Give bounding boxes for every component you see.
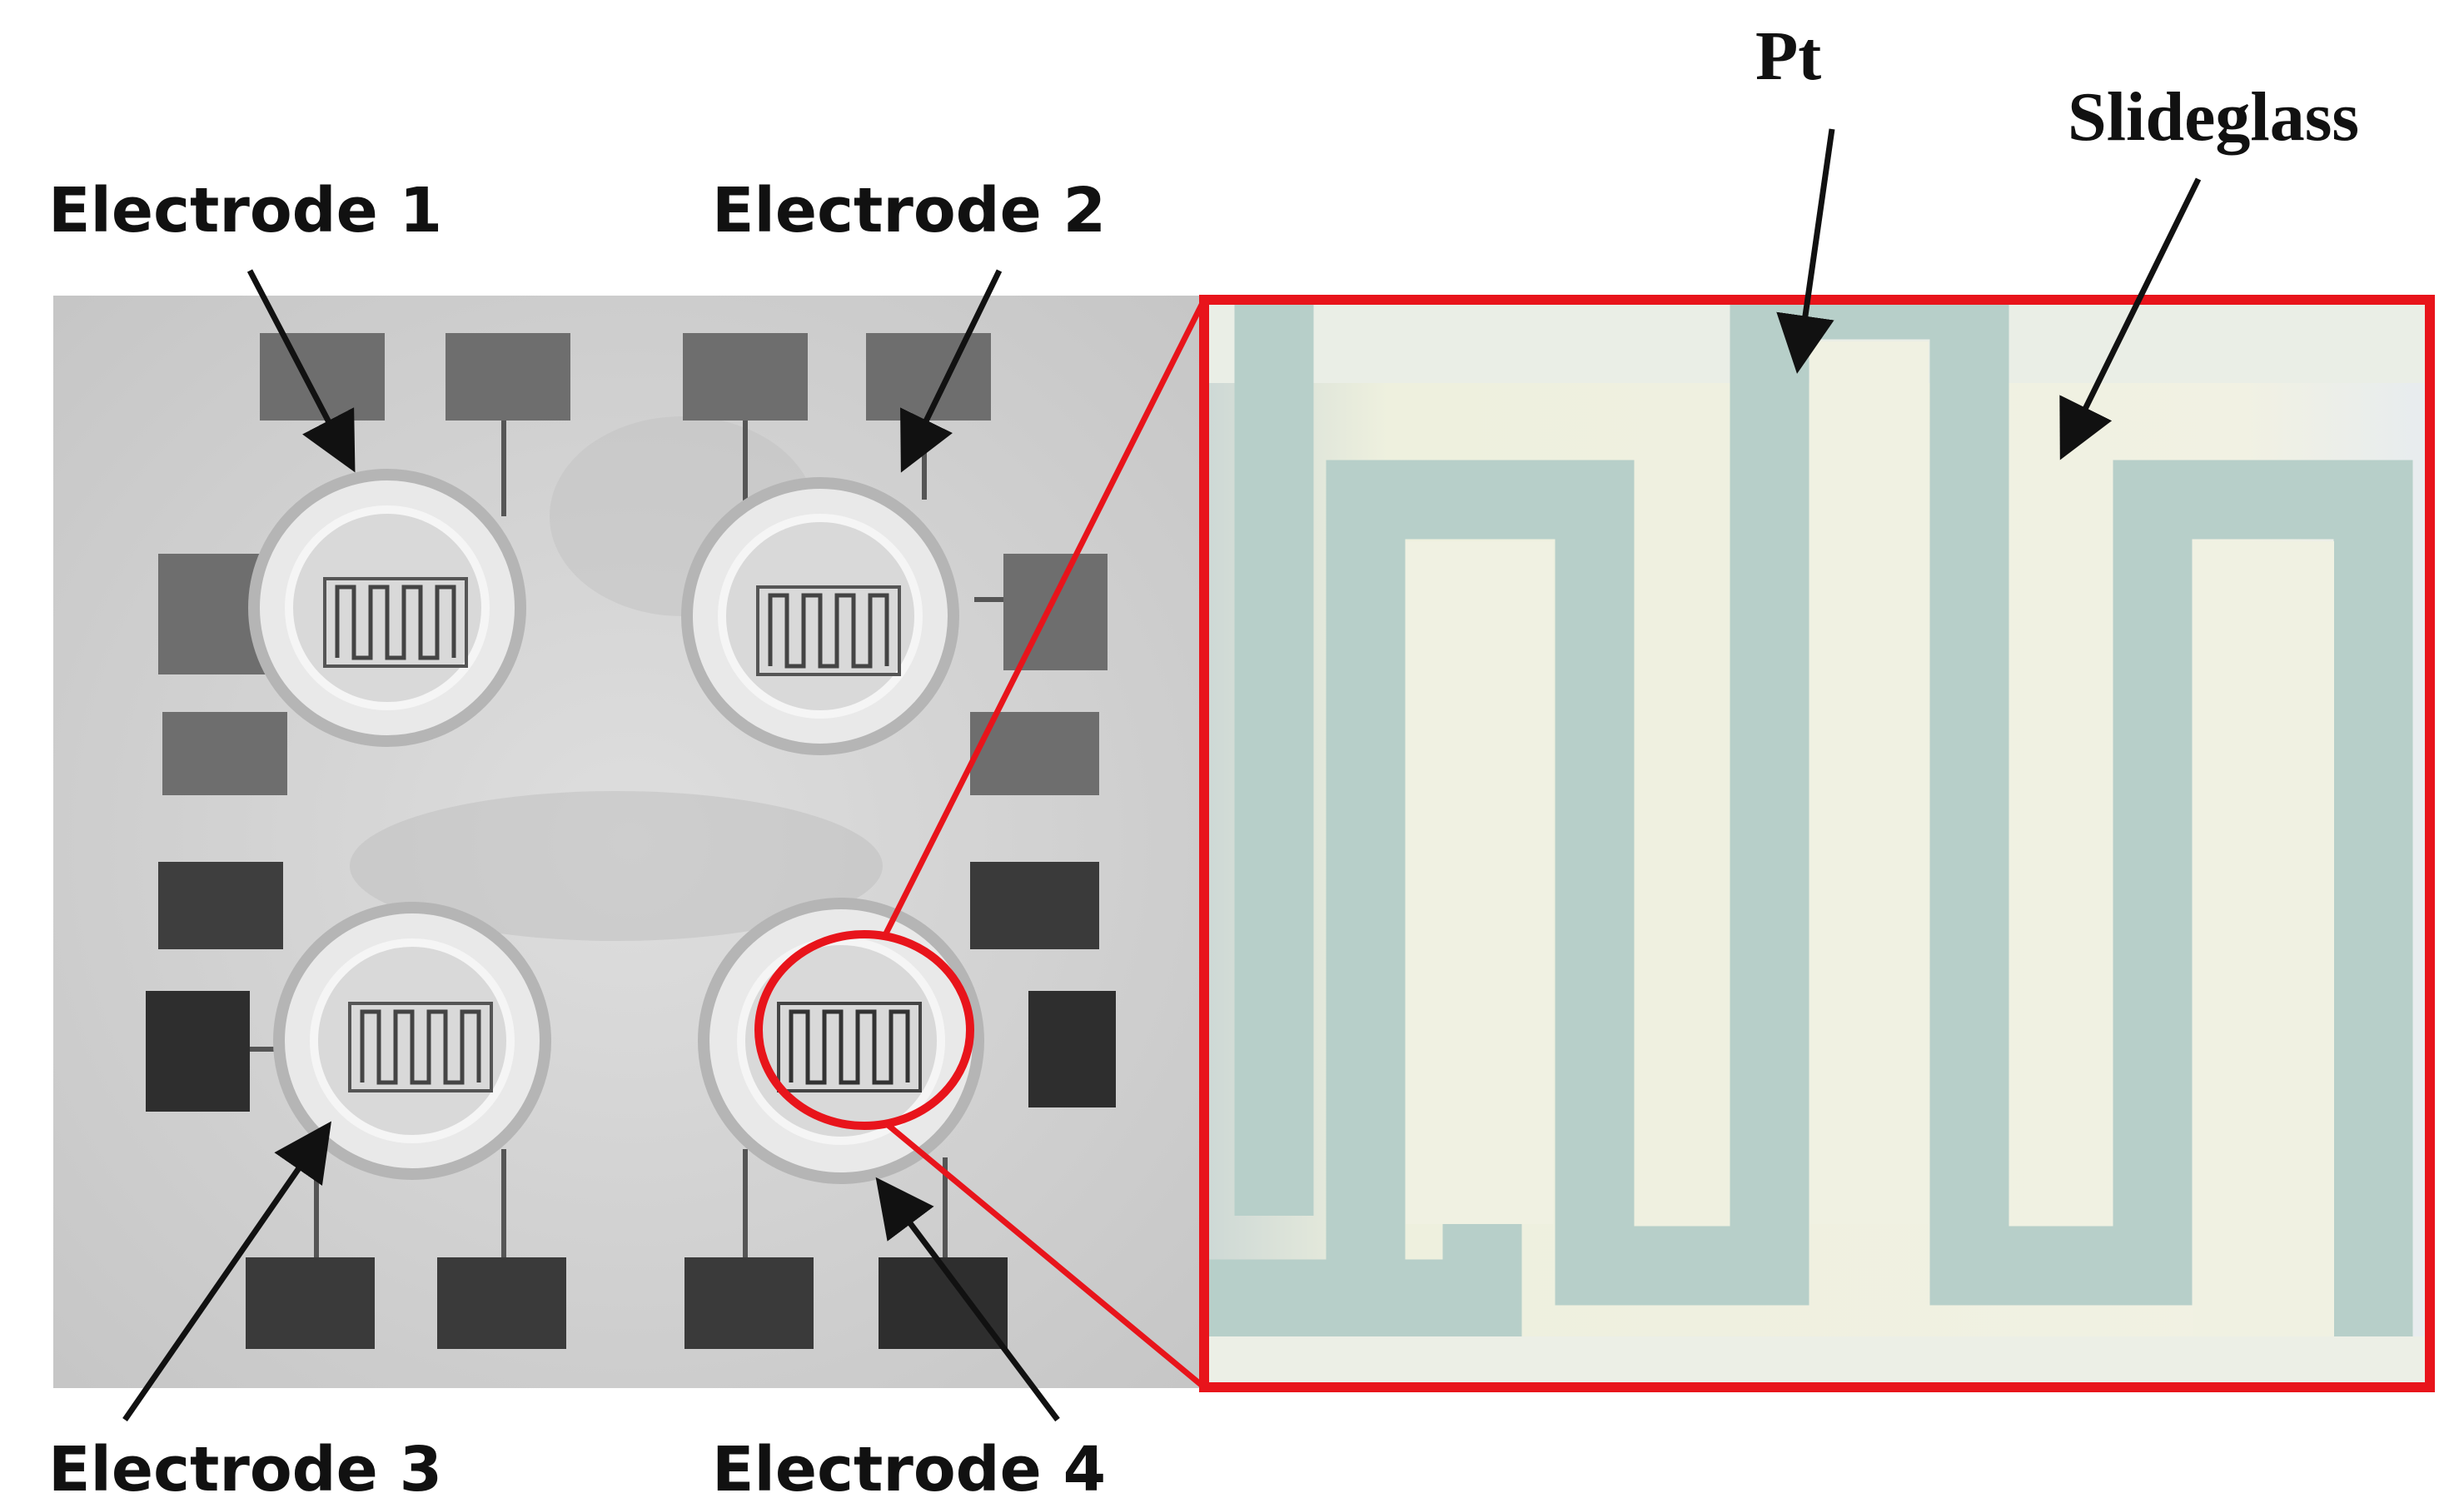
well-electrode-3 (273, 902, 551, 1180)
label-pt: Pt (1755, 17, 1821, 95)
chip-photo (53, 296, 1207, 1388)
well-electrode-2 (681, 477, 959, 755)
arrow-electrode-3 (122, 1121, 331, 1421)
label-electrode-3: Electrode 3 (48, 1434, 442, 1506)
arrow-pt (1776, 128, 1835, 374)
label-electrode-2: Electrode 2 (712, 175, 1106, 246)
zoom-frame (1199, 295, 2435, 1392)
connector-bottom (884, 1122, 1207, 1390)
arrow-slideglass (2059, 177, 2202, 460)
annotation-arrows (122, 128, 2202, 1422)
highlight-circle (754, 930, 974, 1130)
zoom-callout (754, 298, 1207, 1390)
label-electrode-4: Electrode 4 (712, 1434, 1106, 1506)
arrow-electrode-4 (875, 1177, 1060, 1422)
connector-top (881, 298, 1207, 938)
well-electrode-4 (698, 898, 984, 1184)
label-slideglass: Slideglass (2068, 78, 2359, 156)
well-electrode-1 (248, 469, 526, 747)
zoomed-view (1199, 295, 2435, 1392)
label-electrode-1: Electrode 1 (48, 175, 442, 246)
arrow-electrode-2 (900, 269, 1003, 473)
contact-pads (146, 333, 1116, 1349)
arrow-electrode-1 (246, 269, 356, 473)
